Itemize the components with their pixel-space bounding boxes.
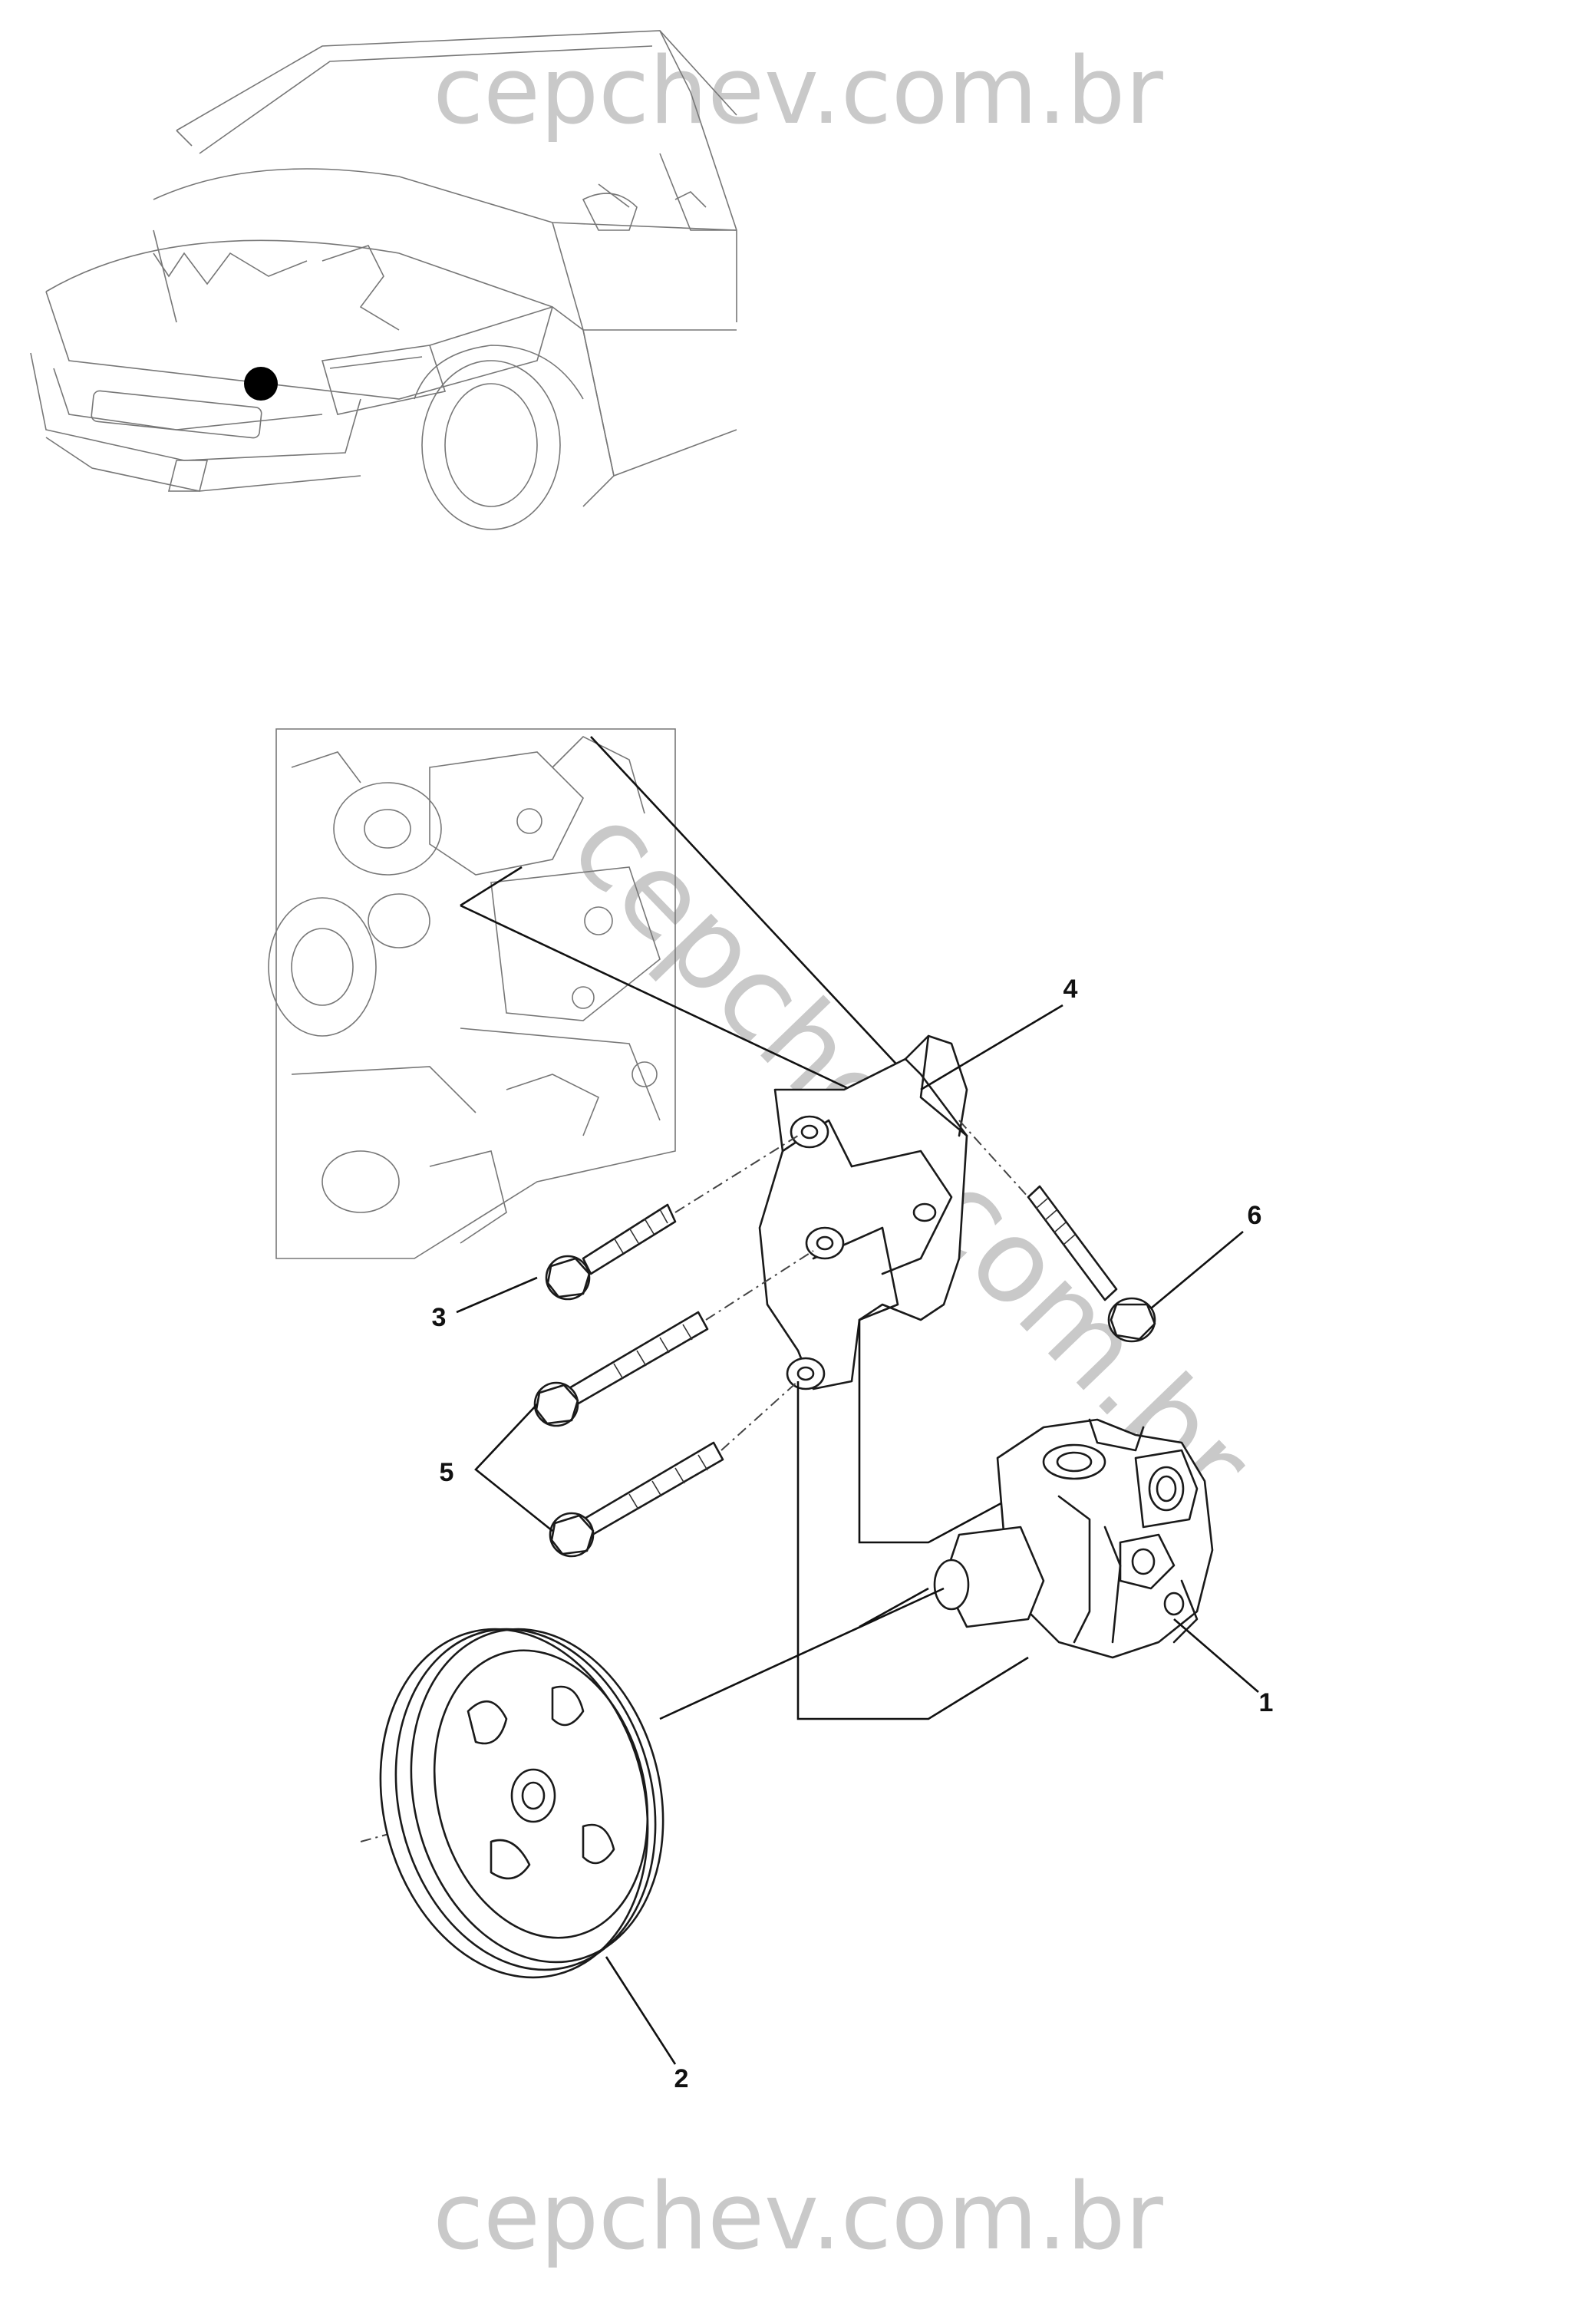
pump-bracket: [758, 1034, 968, 1390]
bolt-6: [958, 1120, 1156, 1343]
engine-illustration: [268, 728, 676, 1259]
callout-6: 6: [1248, 1201, 1262, 1230]
leader-3: [456, 1276, 538, 1314]
pulley: [360, 1587, 945, 2065]
bolt-3: [545, 1135, 799, 1301]
vehicle-locator-illustration: [30, 30, 737, 530]
callout-4: 4: [1063, 975, 1078, 1004]
bolt-5-lower: [549, 1380, 799, 1558]
watermark-top: cepchev.com.br: [433, 38, 1163, 145]
callout-2: 2: [674, 2064, 689, 2093]
power-steering-pump: [933, 1418, 1214, 1659]
callout-3: 3: [432, 1303, 447, 1332]
callout-1: 1: [1259, 1688, 1274, 1717]
leader-6: [1150, 1231, 1244, 1309]
watermark-bottom: cepchev.com.br: [433, 2164, 1163, 2271]
bolt-5-upper: [533, 1250, 814, 1427]
component-location-dot: [244, 367, 278, 401]
leader-1: [1173, 1618, 1259, 1693]
leader-5: [474, 1404, 553, 1532]
callout-5: 5: [440, 1458, 454, 1487]
leader-4: [920, 1004, 1063, 1091]
